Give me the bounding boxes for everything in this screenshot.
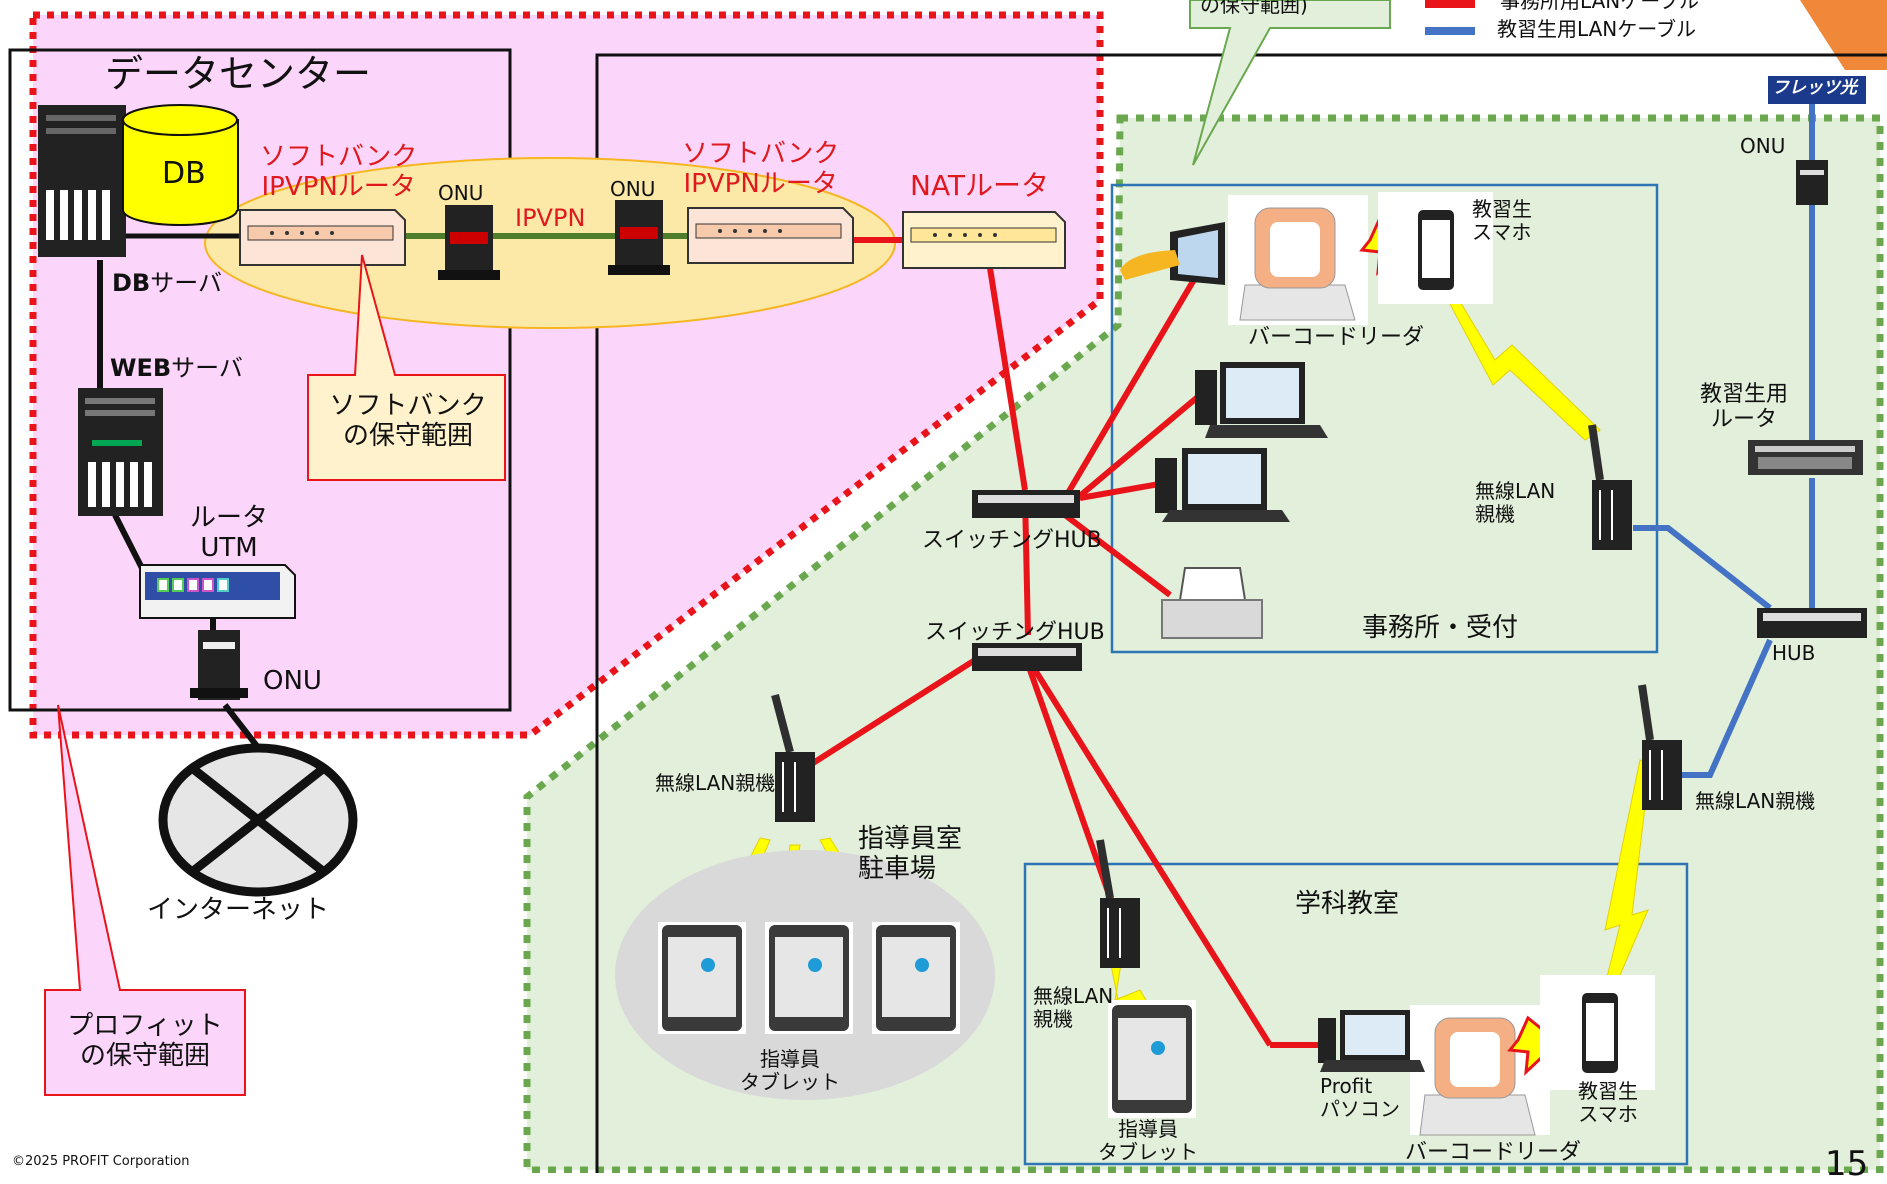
trainee-cables [1633, 95, 1815, 778]
office-cables [808, 237, 1325, 1048]
flets-label: フレッツ光 [1772, 78, 1857, 98]
school-frame [595, 53, 1887, 1173]
profit-area-border [29, 11, 1104, 739]
right-wireless-label: 無線LAN親機 [1695, 789, 1816, 813]
internet-label: インターネット [147, 895, 330, 925]
switch-hub-top-label: スイッチングHUB [922, 528, 1102, 553]
wireless-ap-right-icon [1638, 684, 1682, 810]
trainee-phone-classroom-icon [1540, 975, 1655, 1090]
hub-label: HUB [1772, 641, 1816, 665]
db-icon [122, 104, 239, 226]
trainee-router-icon [1748, 440, 1863, 475]
office-phone-label: 教習生スマホ [1472, 197, 1532, 244]
onu-icon-right-side [1796, 160, 1828, 205]
partial-callout-text: の保守範囲) [1200, 0, 1308, 17]
legend-trainee-cable: 教習生用LANケーブル [1497, 17, 1697, 41]
parking-tablets-label: 指導員タブレット [740, 1047, 840, 1094]
wireless-ap-parking-icon [771, 693, 815, 822]
classroom-frame [1023, 862, 1689, 1166]
onu-icon-right [608, 200, 670, 275]
internet-icon [158, 743, 358, 897]
barcode-reader-classroom-icon [1410, 1005, 1578, 1136]
hub-right-icon [1757, 608, 1867, 638]
softbank-callout-shape [307, 254, 506, 481]
db-server-label: DBサーバ [112, 269, 222, 297]
tablet-1-icon [658, 922, 746, 1034]
onu-datacenter-label: ONU [263, 666, 322, 696]
softbank-callout-text: ソフトバンクの保守範囲 [329, 391, 487, 451]
tablet-2-icon [765, 922, 853, 1034]
printer-icon [1161, 567, 1263, 639]
switching-hub-top-icon [972, 490, 1080, 518]
utm-router-icon [139, 564, 296, 619]
office-title: 事務所・受付 [1362, 613, 1519, 643]
page-number: 15 [1825, 1144, 1869, 1184]
web-server-icon [78, 388, 163, 516]
office-pc-1-icon [1195, 362, 1328, 438]
classroom-tablet-label: 指導員タブレット [1098, 1117, 1198, 1164]
sb-router-right-icon [687, 207, 854, 264]
tablet-3-icon [872, 922, 960, 1034]
switch-hub-bottom-label: スイッチングHUB [925, 620, 1105, 645]
legend-office-cable: 事務所用LANケーブル [1500, 0, 1700, 13]
wireless-ap-office-icon [1588, 424, 1632, 550]
onu-left-label: ONU [438, 181, 484, 205]
copyright: ©2025 PROFIT Corporation [12, 1154, 190, 1169]
classroom-title: 学科教室 [1295, 889, 1400, 919]
onu-icon-datacenter [190, 630, 248, 700]
nat-router-label: NATルータ [910, 169, 1050, 202]
db-label: DB [162, 156, 206, 191]
partial-callout [1189, 0, 1391, 166]
reception-pc-icon [1120, 222, 1225, 285]
sb-router-left-icon [239, 209, 406, 266]
db-server-icon [38, 105, 126, 257]
profit-callout-text: プロフィットの保守範囲 [67, 1011, 223, 1071]
trainee-phone-office-icon [1378, 192, 1493, 304]
nat-router-icon [902, 211, 1066, 269]
branch-area-border [523, 114, 1884, 1173]
web-server-label: WEBサーバ [110, 354, 243, 382]
parking-wireless-label: 無線LAN親機 [655, 771, 776, 795]
onu-icon-left [438, 205, 500, 280]
ipvpn-label: IPVPN [515, 204, 586, 232]
flets-badge [1768, 76, 1866, 104]
onu-right-label: ONU [610, 177, 656, 201]
datacenter-title: データセンター [105, 52, 372, 96]
trainee-router-label: 教習生用ルータ [1700, 382, 1789, 433]
office-cable-swatch [1425, 0, 1475, 8]
corner-decoration [1800, 0, 1887, 70]
classroom-phone-label: 教習生スマホ [1578, 1079, 1638, 1126]
classroom-barcode-label: バーコードリーダ [1405, 1140, 1582, 1165]
office-barcode-label: バーコードリーダ [1248, 325, 1425, 350]
wireless-ap-classroom-icon [1096, 839, 1140, 968]
office-pc-2-icon [1155, 448, 1290, 522]
profit-pc-icon [1318, 1010, 1425, 1072]
barcode-reader-office-icon [1228, 195, 1430, 325]
switching-hub-bottom-icon [972, 643, 1082, 671]
trainee-cable-swatch [1425, 27, 1475, 35]
tablet-classroom-icon [1108, 1000, 1196, 1118]
profit-callout-shape [44, 704, 246, 1096]
parking-title: 指導員室駐車場 [858, 824, 963, 884]
right-onu-label: ONU [1740, 134, 1786, 158]
datacenter-frame [8, 48, 512, 712]
